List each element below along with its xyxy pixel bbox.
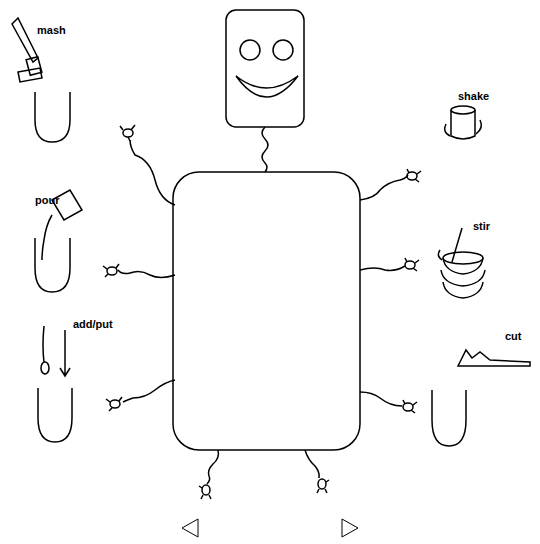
robot-smile	[236, 76, 298, 97]
action-label: cut	[505, 330, 522, 343]
action-label: shake	[458, 90, 489, 103]
robot-hands	[103, 125, 421, 499]
cut-icon	[458, 350, 530, 366]
pour-icon	[35, 190, 82, 292]
action-label: pour	[35, 194, 59, 207]
action-label: add/put	[73, 318, 113, 331]
action-label: mash	[37, 24, 66, 37]
mash-icon	[12, 18, 70, 142]
prev-arrow	[182, 519, 198, 537]
empty-cup	[432, 390, 466, 446]
arm-wires	[118, 140, 408, 484]
robot-body	[173, 172, 360, 450]
next-arrow	[342, 519, 358, 537]
add-icon	[38, 326, 72, 442]
action-label: stir	[473, 220, 490, 233]
robot-head	[226, 10, 304, 127]
robot-eye	[273, 40, 293, 60]
stir-icon	[438, 228, 485, 298]
neck-wire	[262, 127, 268, 172]
robot-eye	[240, 40, 260, 60]
shake-icon	[445, 106, 482, 139]
